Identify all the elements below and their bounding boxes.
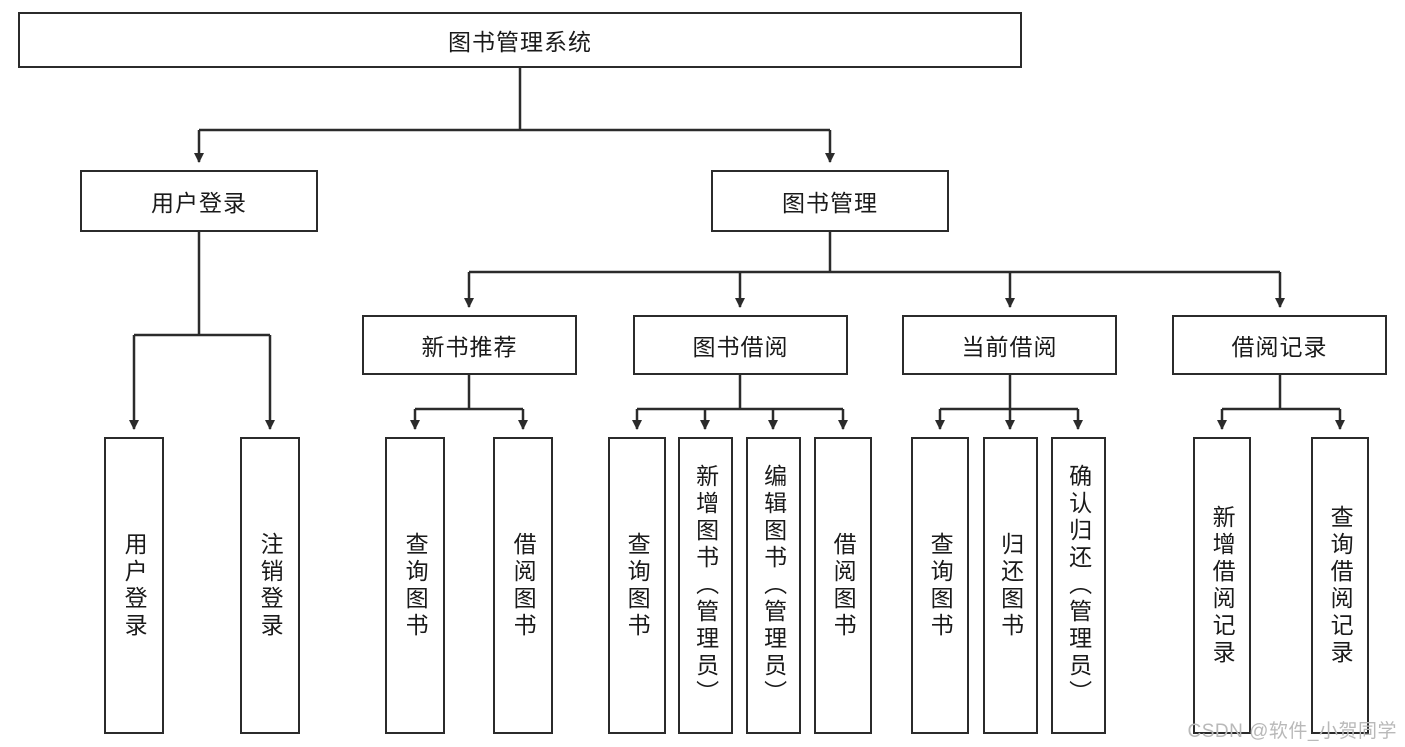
leaf-borrow-query-book[interactable]: 查询图书	[608, 437, 666, 734]
node-label: 图书管理	[782, 190, 878, 216]
leaf-borrow-borrow-book[interactable]: 借阅图书	[814, 437, 872, 734]
csdn-watermark: CSDN @软件_小贺同学	[1187, 721, 1397, 742]
node-label: 查询图书	[402, 531, 429, 640]
node-user-login[interactable]: 用户登录	[80, 170, 318, 232]
leaf-borrow-add-book-admin[interactable]: 新增图书（管理员）	[678, 437, 733, 734]
node-label: 查询借阅记录	[1327, 504, 1354, 667]
node-current-borrow[interactable]: 当前借阅	[902, 315, 1117, 375]
node-label: 借阅记录	[1231, 334, 1328, 360]
node-book-borrow[interactable]: 图书借阅	[633, 315, 848, 375]
node-label: 注销登录	[257, 531, 284, 640]
node-label: 用户登录	[121, 531, 148, 640]
leaf-current-confirm-return-admin[interactable]: 确认归还（管理员）	[1051, 437, 1106, 734]
node-label: 查询图书	[624, 531, 651, 640]
leaf-borrow-edit-book-admin[interactable]: 编辑图书（管理员）	[746, 437, 801, 734]
node-label: 用户登录	[151, 190, 247, 216]
node-label: 图书借阅	[692, 334, 789, 360]
node-label: 查询图书	[927, 531, 954, 640]
node-label: 新增图书（管理员）	[692, 464, 719, 707]
node-label: 借阅图书	[510, 531, 537, 640]
node-label: 图书管理系统	[448, 29, 592, 55]
node-label: 新增借阅记录	[1209, 504, 1236, 667]
leaf-user-login[interactable]: 用户登录	[104, 437, 164, 734]
leaf-current-query-book[interactable]: 查询图书	[911, 437, 969, 734]
node-book-management[interactable]: 图书管理	[711, 170, 949, 232]
node-label: 当前借阅	[961, 334, 1058, 360]
leaf-current-return-book[interactable]: 归还图书	[983, 437, 1038, 734]
node-new-book-recommend[interactable]: 新书推荐	[362, 315, 577, 375]
leaf-recommend-query-book[interactable]: 查询图书	[385, 437, 445, 734]
node-borrow-records[interactable]: 借阅记录	[1172, 315, 1387, 375]
leaf-logout[interactable]: 注销登录	[240, 437, 300, 734]
leaf-records-query-record[interactable]: 查询借阅记录	[1311, 437, 1369, 734]
node-label: 归还图书	[997, 531, 1024, 640]
leaf-recommend-borrow-book[interactable]: 借阅图书	[493, 437, 553, 734]
node-label: 借阅图书	[830, 531, 857, 640]
node-label: 新书推荐	[421, 334, 518, 360]
leaf-records-add-record[interactable]: 新增借阅记录	[1193, 437, 1251, 734]
node-label: 确认归还（管理员）	[1065, 464, 1092, 707]
node-root-system[interactable]: 图书管理系统	[18, 12, 1022, 68]
node-label: 编辑图书（管理员）	[760, 464, 787, 707]
